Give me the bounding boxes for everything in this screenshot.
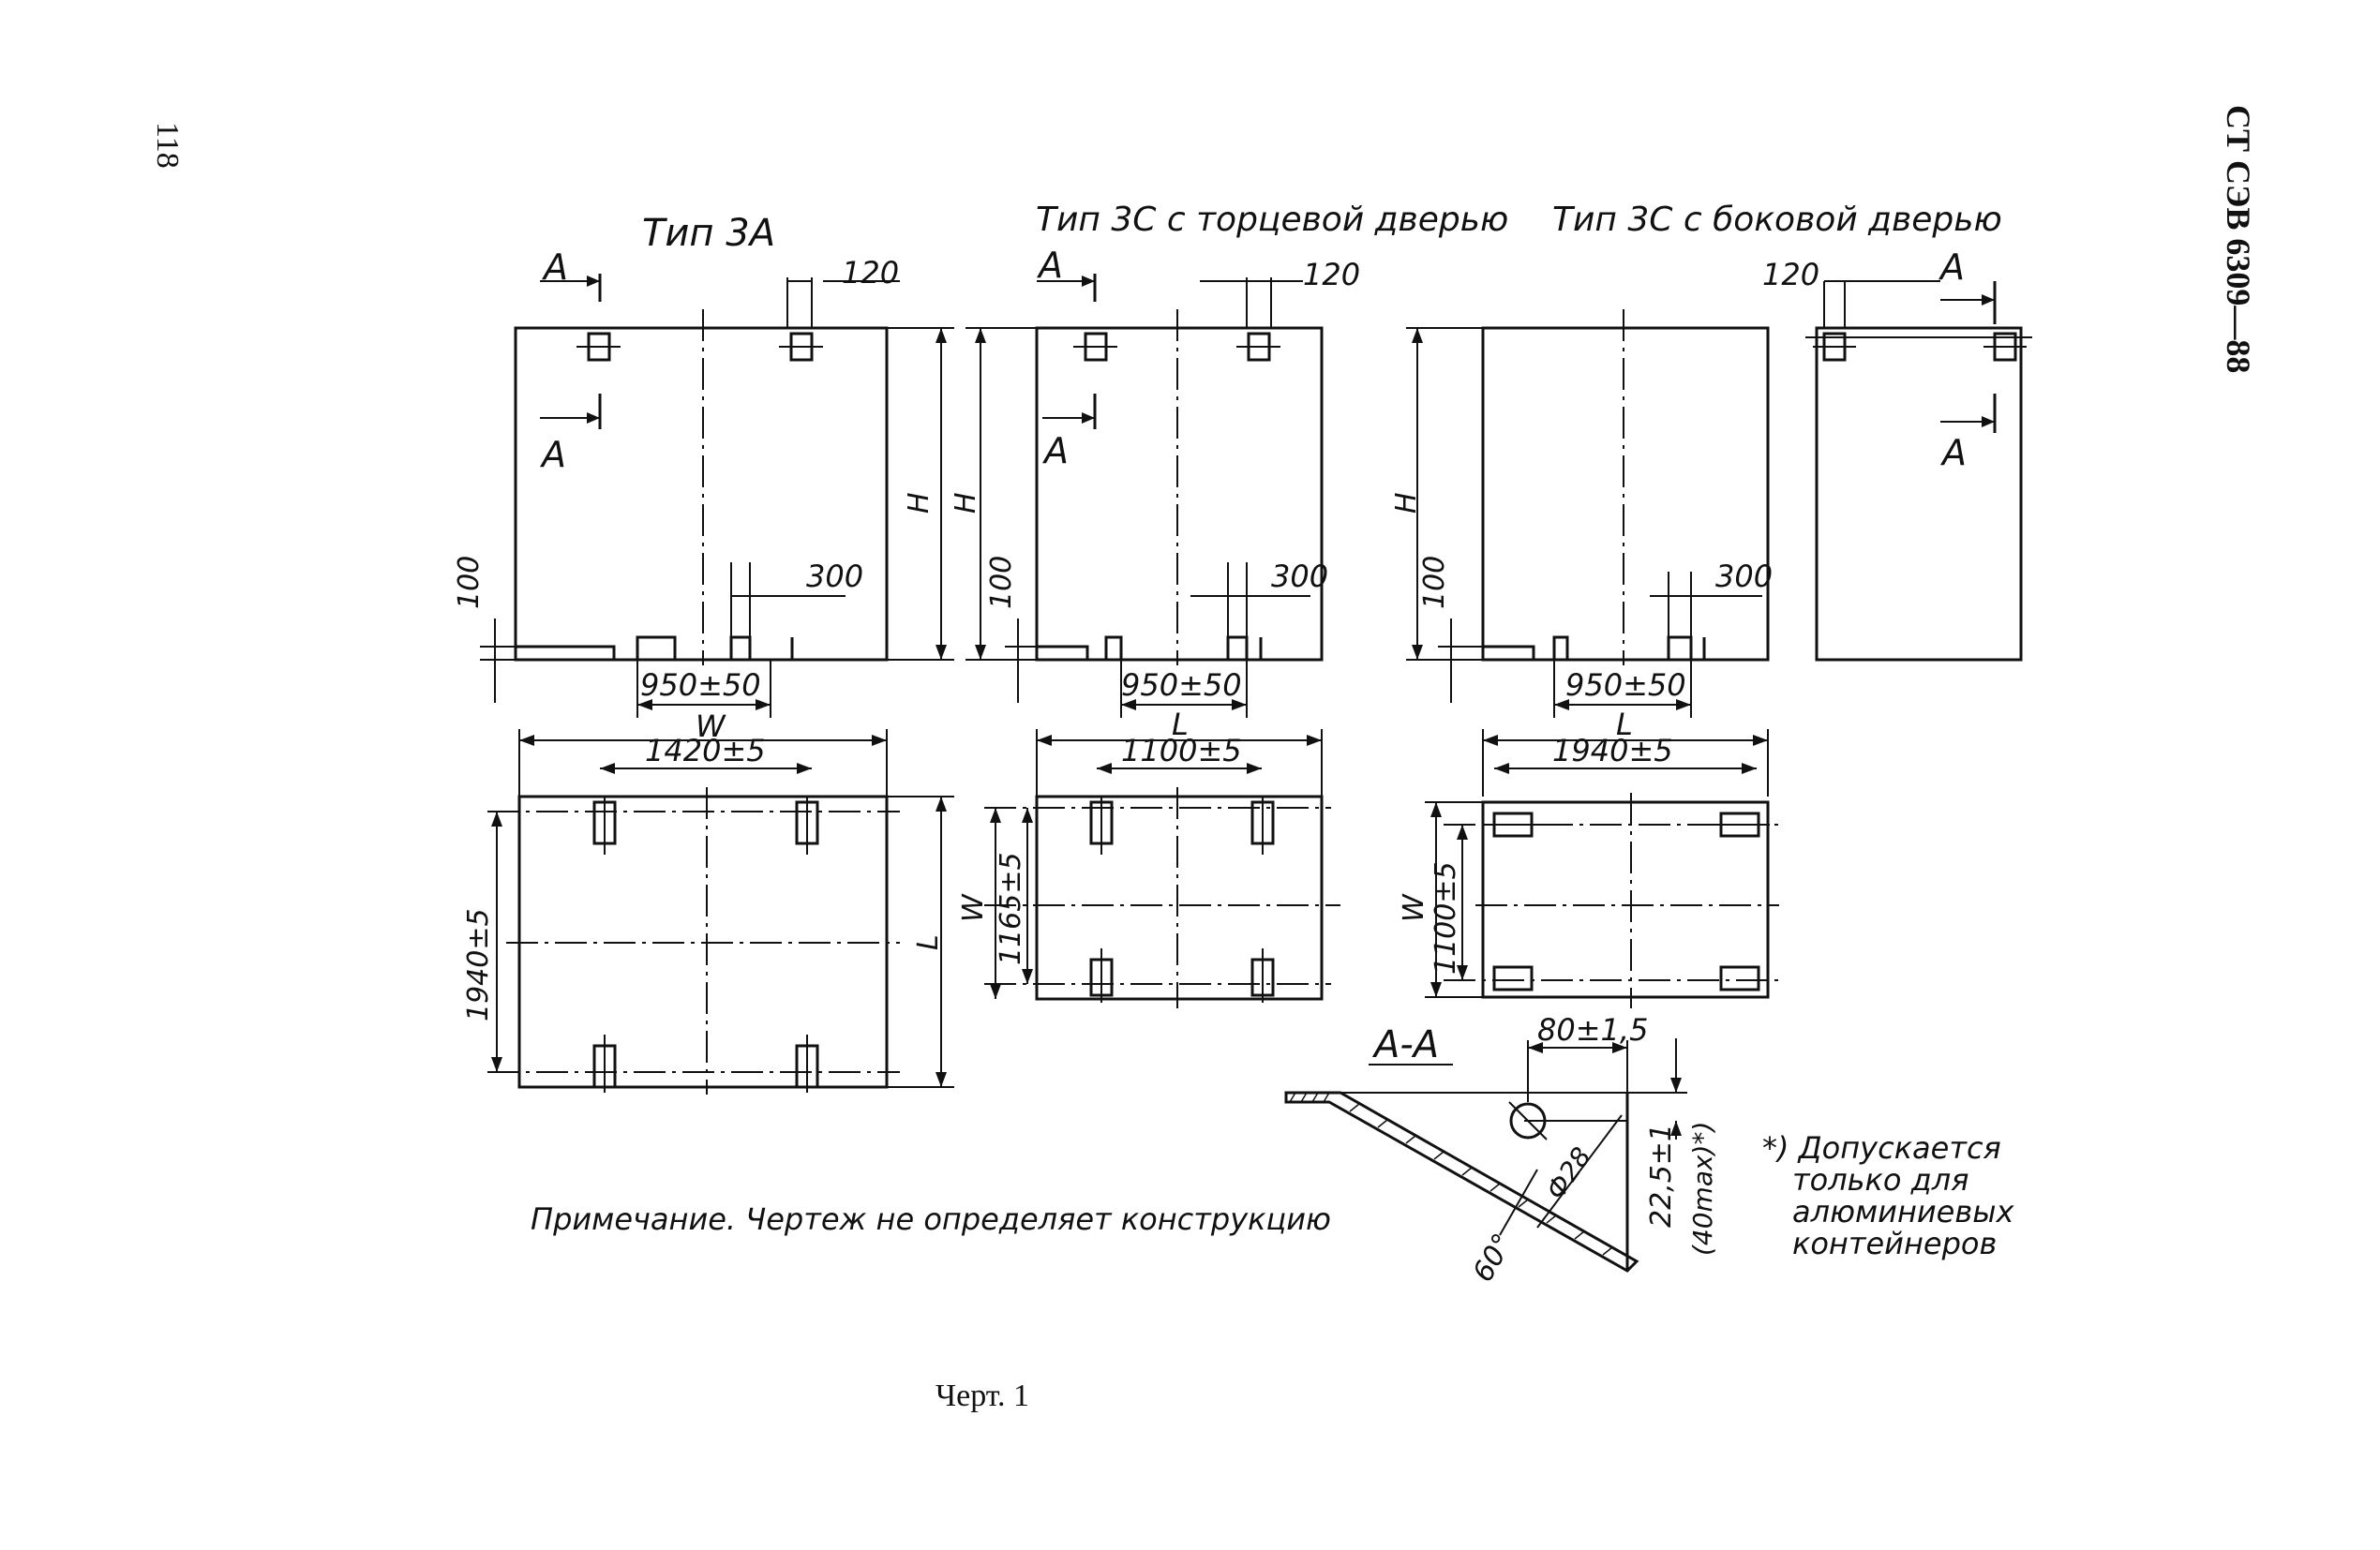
page-number: 118 (150, 122, 185, 169)
dim-overall: 1940±5 (1552, 733, 1673, 768)
dim-depth: 1165±5 (995, 852, 1027, 965)
section-title: А-А (1371, 1023, 1439, 1066)
dim-950: 950±50 (640, 667, 761, 703)
dim-l: L (912, 934, 945, 950)
section-mark-bottom: А (1041, 430, 1069, 471)
footnote: *) Допускается только для алюминиевых ко… (1762, 1130, 2014, 1261)
dim-height: 22,5±1 (1645, 1124, 1678, 1228)
dim-300: 300 (806, 559, 863, 594)
dim-l: L (1172, 707, 1189, 742)
standard-code: СТ СЭВ 6309—88 (2220, 105, 2257, 373)
dim-120: 120 (1303, 257, 1360, 292)
view-title: Тип 3С с боковой дверью (1552, 201, 2002, 239)
dim-950: 950±50 (1565, 667, 1686, 703)
footnote-line-1: *) Допускается (1762, 1130, 2001, 1166)
section-mark-bottom: А (539, 434, 566, 475)
dim-angle: 60° (1467, 1228, 1520, 1288)
dim-w: W (1398, 893, 1430, 922)
view-type-3c-end-door: Тип 3С с торцевой дверью А А 120 300 100 (950, 201, 1508, 1008)
dim-h: H (1390, 492, 1423, 514)
dim-depth: 1100±5 (1429, 861, 1462, 975)
view-type-3c-side-door: Тип 3С с боковой дверью 300 H 100 950±50 (1390, 201, 2032, 1008)
section-mark-bottom: А (1939, 432, 1967, 473)
dim-diameter: Ф28 (1540, 1141, 1597, 1205)
footnote-line-3: алюминиевых (1792, 1194, 2014, 1230)
view-title: Тип 3А (642, 212, 775, 255)
footnote-line-2: только для (1792, 1162, 1968, 1198)
section-a-a: А-А 80±1,5 Ф28 22,5±1 (40max)*) 60° (1284, 1012, 1718, 1288)
dim-100: 100 (453, 556, 486, 609)
view-type-3a: Тип 3А А А 120 300 100 (453, 212, 954, 1095)
dim-h: H (950, 492, 982, 514)
figure-caption: Черт. 1 (936, 1379, 1029, 1413)
dim-w: W (957, 893, 990, 922)
dim-950: 950±50 (1121, 667, 1242, 703)
dim-300: 300 (1271, 559, 1328, 594)
dim-overall: 1100±5 (1121, 733, 1242, 768)
dim-300: 300 (1715, 559, 1773, 594)
dim-depth: 1940±5 (462, 908, 495, 1021)
dim-height-max: (40max)*) (1687, 1122, 1718, 1256)
footnote-line-4: контейнеров (1792, 1226, 1997, 1261)
dim-overall: 1420±5 (645, 733, 766, 768)
section-mark-top: А (1938, 246, 1965, 288)
dim-120: 120 (1762, 257, 1819, 292)
dim-100: 100 (985, 556, 1018, 609)
dim-w: W (696, 708, 726, 744)
drawing-note: Примечание. Чертеж не определяет констру… (531, 1201, 1331, 1237)
dim-offset: 80±1,5 (1537, 1012, 1648, 1048)
dim-h: H (903, 492, 936, 514)
view-title: Тип 3С с торцевой дверью (1036, 201, 1508, 239)
section-mark-top: А (1036, 245, 1063, 286)
dim-100: 100 (1418, 556, 1451, 609)
dim-l: L (1616, 707, 1633, 742)
dim-120: 120 (842, 255, 899, 291)
